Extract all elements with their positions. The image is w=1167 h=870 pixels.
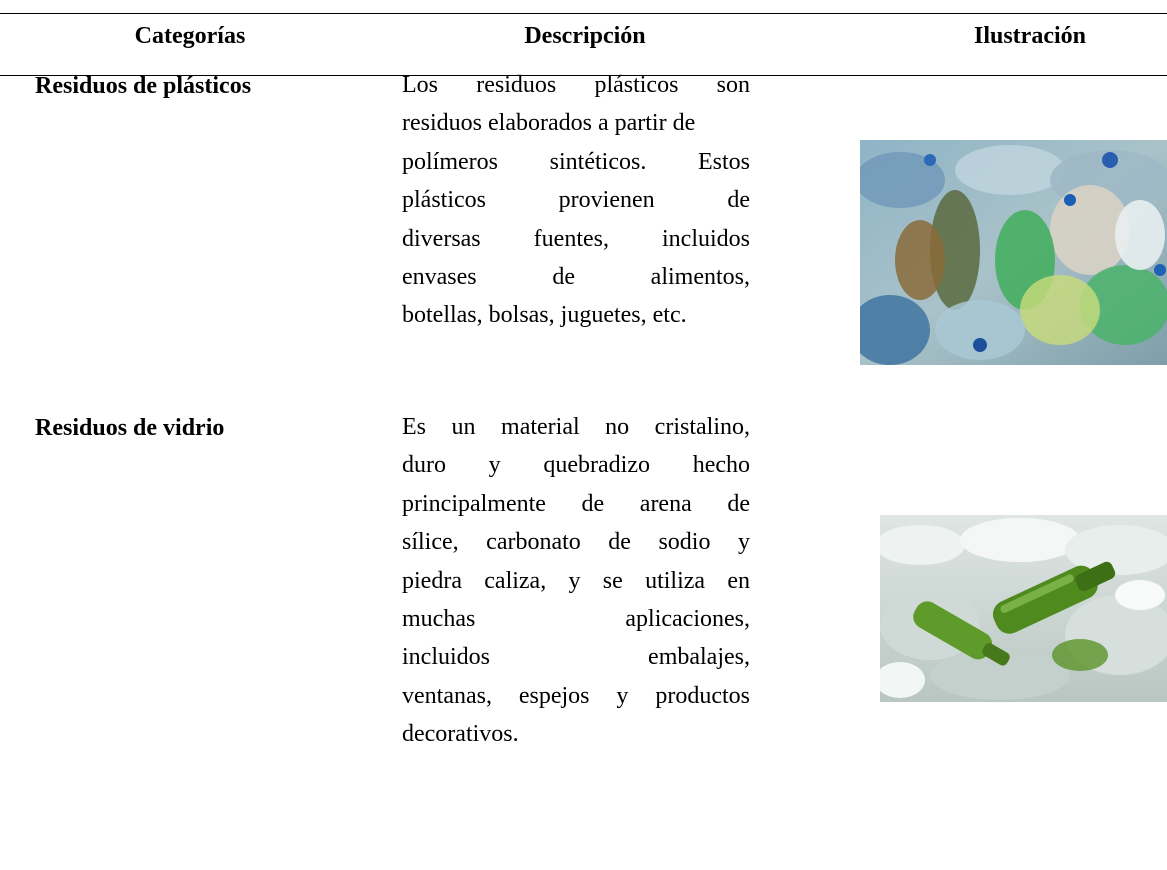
description-glass: Es un material no cristalino, duro y que… [402,408,750,754]
plastic-bottles-photo [860,140,1167,365]
description-line: diversas fuentes, incluidos [402,225,750,252]
description-line: decorativos. [402,721,519,748]
header-ilustracion: Ilustración [973,23,1086,49]
description-line: envases de alimentos, [402,263,750,290]
description-line: muchas aplicaciones, [402,605,750,632]
description-line: incluidos embalajes, [402,644,750,671]
description-line: Es un material no cristalino, [402,414,750,440]
description-line: sílice, carbonato de sodio y [402,529,750,556]
description-line: piedra caliza, y se utiliza en [402,567,750,594]
description-line: ventanas, espejos y productos [402,682,750,709]
description-line: botellas, bolsas, juguetes, etc. [402,302,687,329]
description-line: polímeros sintéticos. Estos [402,148,750,175]
category-plastic: Residuos de plásticos [35,73,252,99]
description-line: plásticos provienen de [402,187,750,214]
header-categorias: Categorías [134,23,246,49]
description-line: residuos elaborados a partir de [402,110,696,137]
description-line: principalmente de arena de [402,490,750,517]
description-line: duro y quebradizo hecho [402,452,750,479]
header-rule [0,75,1167,76]
table-top-rule [0,13,1167,14]
glass-bottles-photo [880,515,1167,702]
header-descripcion: Descripción [524,23,646,49]
description-plastic: Los residuos plásticos son residuos elab… [402,66,750,335]
description-line: Los residuos plásticos son [402,72,750,98]
category-glass: Residuos de vidrio [35,415,225,441]
